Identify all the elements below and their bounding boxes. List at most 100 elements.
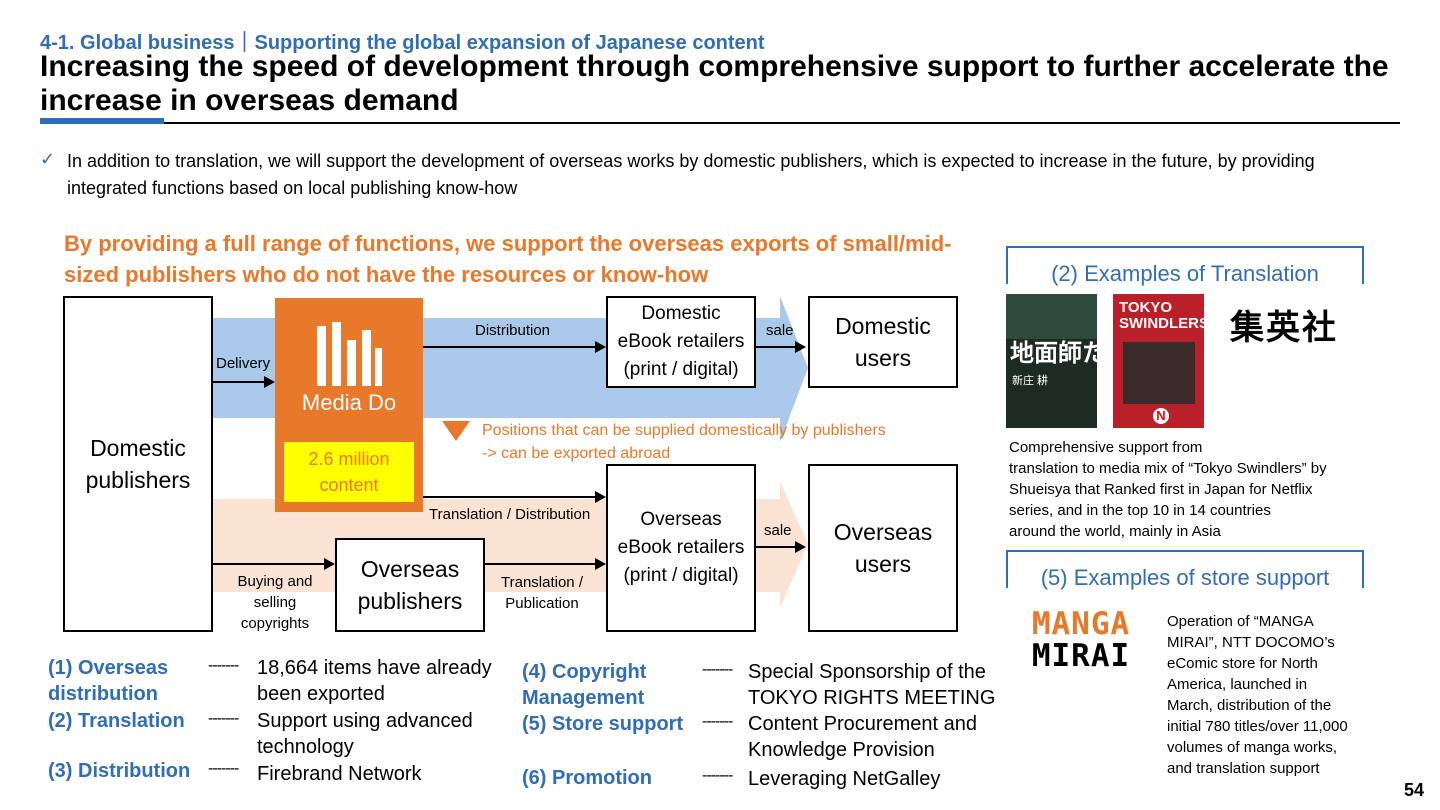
domestic-publishers-label: Domestic publishers [85,435,191,493]
book-cover-tokyo-swindlers-title: TOKYO SWINDLERS [1119,299,1204,332]
item1-label-line2: distribution [48,683,158,705]
book-cover-jimenshi-author: 新庄 耕 [1012,375,1049,387]
sale-bottom-label: sale [764,522,792,539]
manga-mirai-logo-line2: MIRAI [1006,640,1156,672]
item5-dash: ------- [702,713,733,730]
item1-dash: ------- [208,657,239,674]
item-promotion-text: Leveraging NetGalley [748,768,941,790]
item3-dash: ------- [208,760,239,777]
diagram-headline: By providing a full range of functions, … [64,231,952,287]
translation-distribution-arrow-head [595,491,606,503]
check-icon: ✓ [40,149,56,169]
buying-label: Buying and selling copyrights [225,571,325,634]
shueisha-logo: 集英社 [1230,308,1338,348]
buying-arrow-head [324,558,335,570]
manga-logo-text: MANGA [1031,606,1131,642]
store-desc-line8: and translation support [1167,760,1320,777]
distribution-arrow-head [595,341,606,353]
item2-text-line2: technology [257,736,354,758]
bullet-text: In addition to translation, we will supp… [67,151,1315,198]
manga-mirai-logo: MANGA MIRAI [1006,608,1156,674]
translation-example-desc: Comprehensive support from translation t… [1009,437,1327,542]
sale-top-label: sale [766,322,794,339]
delivery-arrow-head [264,376,275,388]
store-desc-line4: America, launched in [1167,676,1308,693]
item4-text-line1: Special Sponsorship of the [748,661,986,683]
domestic-retailers-line3: (print / digital) [623,359,739,380]
store-desc-line3: eComic store for North [1167,655,1318,672]
book-cover-jimenshi-title: 地面師たち [1010,340,1097,367]
content-count: 2.6 million content [308,449,390,495]
mediado-logo-text: Media Do [301,390,397,415]
buying-arrow [213,563,325,565]
item-distribution-text: Firebrand Network [257,763,422,785]
translation-publication-line2: Publication [505,595,579,612]
overseas-retailers-line1: Overseas [640,509,722,530]
translation-desc-line5: around the world, mainly in Asia [1009,523,1221,540]
mediado-block: Media Do 2.6 million content [275,298,423,512]
title-divider-accent [40,118,164,124]
domestic-retailers-box: Domestic eBook retailers (print / digita… [606,296,756,388]
item4-text-line2: TOKYO RIGHTS MEETING [748,687,996,709]
store-example-title: (5) Examples of store support [1006,550,1364,590]
book-cover-tokyo-swindlers: TOKYO SWINDLERS N [1113,294,1204,428]
delivery-arrow [213,381,265,383]
item1-text-line2: been exported [257,683,385,705]
overseas-retailers-box: Overseas eBook retailers (print / digita… [606,464,756,632]
export-note: Positions that can be supplied domestica… [482,419,886,465]
item-copyright-text: Special Sponsorship of the TOKYO RIGHTS … [748,659,995,711]
sale-top-arrow [756,346,796,348]
translation-publication-label: Translation / Publication [492,572,592,614]
store-desc-line7: volumes of manga works, [1167,739,1338,756]
publication-arrow [485,563,596,565]
translation-example-title: (2) Examples of Translation [1006,246,1364,286]
overseas-users-line1: Overseas [833,519,933,545]
page-title: Increasing the speed of development thro… [40,50,1389,117]
item-overseas-distribution-label: (1) Overseas distribution [48,655,168,707]
export-note-line2: -> can be exported abroad [482,445,671,462]
overseas-publishers-line2: publishers [357,588,463,614]
domestic-users-line1: Domestic [835,313,931,339]
item2-text-line1: Support using advanced [257,710,473,732]
domestic-users-line2: users [854,345,912,371]
domestic-publishers-box: Domestic publishers [63,296,213,632]
translation-publication-line1: Translation / [501,574,583,591]
manga-mirai-logo-line1: MANGA [1006,608,1156,640]
translation-desc-line2: translation to media mix of “Tokyo Swind… [1009,460,1327,477]
domestic-retailers-line2: eBook retailers [617,331,745,352]
overseas-publishers-box: Overseas publishers [335,538,485,632]
item4-dash: ------- [702,661,733,678]
book-cover-jimenshi: 地面師たち 新庄 耕 [1006,294,1097,428]
translation-distribution-label: Translation / Distribution [429,506,591,523]
item-store-support-text: Content Procurement and Knowledge Provis… [748,711,977,763]
store-desc-line1: Operation of “MANGA [1167,613,1314,630]
item-distribution-label: (3) Distribution [48,760,191,782]
domestic-retailers-line1: Domestic [641,303,721,324]
buying-label-line2: selling [253,594,297,611]
distribution-arrow [423,346,596,348]
mediado-logo-icon [317,322,382,386]
item5-text-line2: Knowledge Provision [748,739,935,761]
overseas-publishers-line1: Overseas [360,556,460,582]
item6-dash: ------- [702,767,733,784]
publication-arrow-head [595,558,606,570]
store-example-desc: Operation of “MANGA MIRAI”, NTT DOCOMO’s… [1167,611,1348,779]
title-divider [40,122,1400,124]
sale-bottom-arrow [756,546,796,548]
item-translation-label: (2) Translation [48,710,185,732]
item4-label-line2: Management [522,687,645,709]
netflix-icon: N [1153,408,1169,424]
item2-dash: ------- [208,710,239,727]
overseas-users-line2: users [854,551,912,577]
distribution-label: Distribution [475,322,551,339]
store-desc-line5: March, distribution of the [1167,697,1332,714]
item5-text-line1: Content Procurement and [748,713,978,735]
translation-desc-line3: Shueisya that Ranked first in Japan for … [1009,481,1313,498]
overseas-retailers-line2: eBook retailers [617,537,745,558]
domestic-users-box: Domestic users [808,296,958,388]
overseas-retailers-line3: (print / digital) [623,565,739,586]
translation-desc-line1: Comprehensive support from [1009,439,1203,456]
buying-label-line3: copyrights [240,615,310,632]
sale-top-arrow-head [795,341,806,353]
store-desc-line2: MIRAI”, NTT DOCOMO’s [1167,634,1335,651]
